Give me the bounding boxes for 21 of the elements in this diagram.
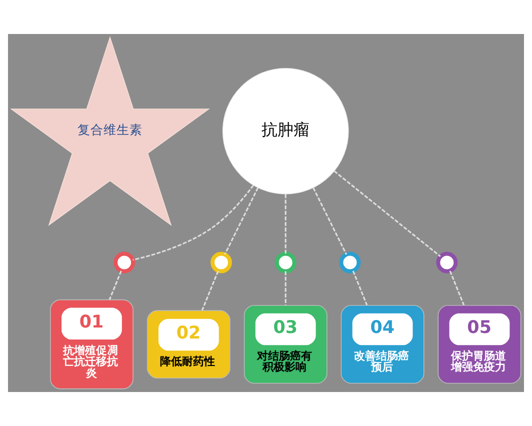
node-circle: 抗肿瘤 xyxy=(222,68,349,194)
node-circle xyxy=(436,252,458,274)
node-circle xyxy=(339,252,361,274)
node-box: 02 降低耐药性 xyxy=(146,310,230,378)
node-box: 01 抗增殖促凋亡抗迁移抗炎 xyxy=(50,299,134,390)
connector xyxy=(334,170,441,258)
connector xyxy=(352,270,368,306)
node-box: 03 对结肠癌有积极影响 xyxy=(244,305,328,384)
connector xyxy=(284,271,286,306)
node-circle xyxy=(114,252,136,274)
connector xyxy=(312,187,348,255)
connector xyxy=(284,194,286,254)
node-circle xyxy=(210,252,232,274)
node-box: 05 保护胃肠道增强免疫力 xyxy=(438,305,522,384)
connector xyxy=(449,270,465,306)
connector xyxy=(201,270,219,311)
connector xyxy=(224,187,259,255)
node-box: 04 改善结肠癌预后 xyxy=(340,305,424,384)
connector xyxy=(108,270,122,300)
connector xyxy=(132,184,254,261)
node-circle xyxy=(274,252,296,274)
